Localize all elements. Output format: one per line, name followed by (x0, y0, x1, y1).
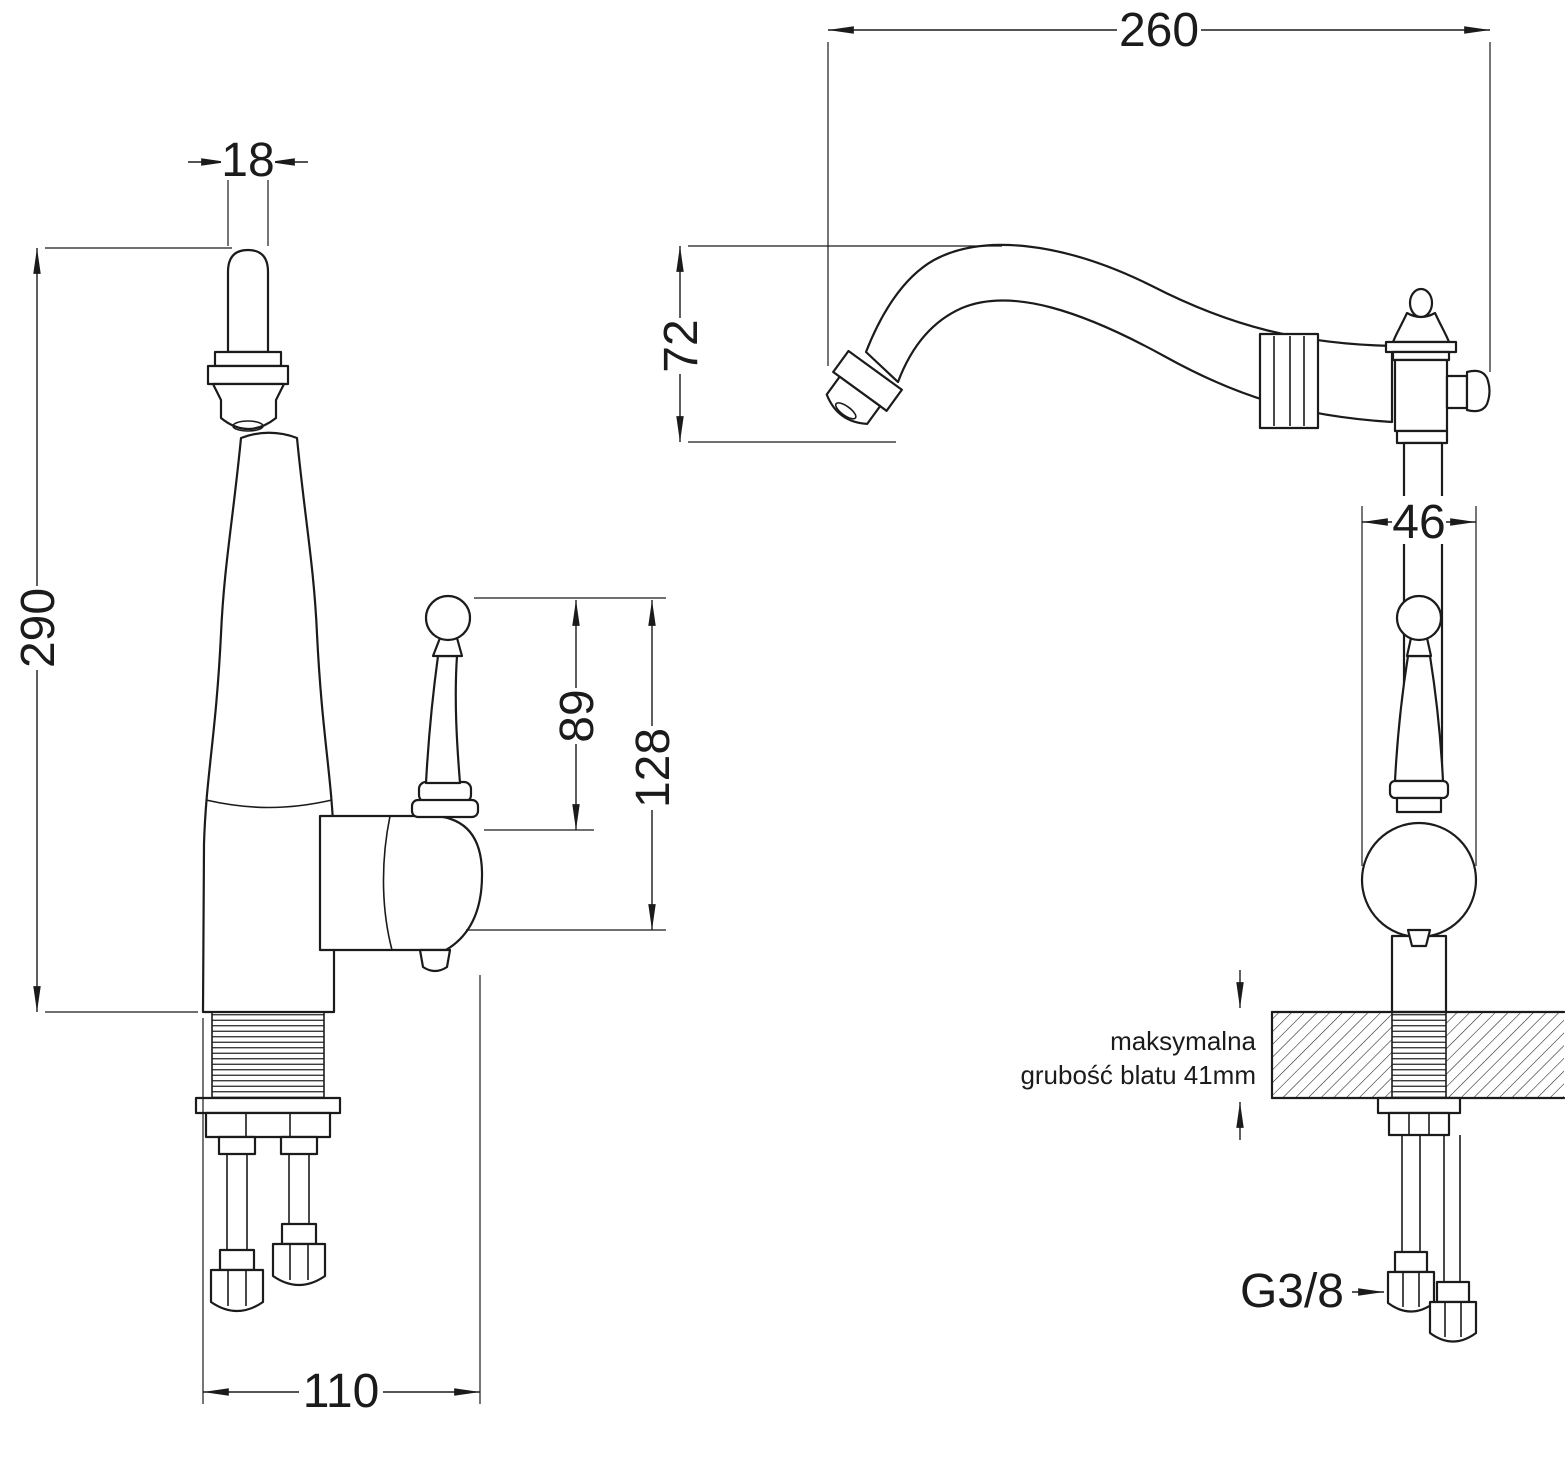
dim-128-label: 128 (627, 728, 680, 808)
mounting-hardware (194, 1012, 342, 1156)
dim-128: 128 (466, 600, 680, 931)
dim-290-label: 290 (12, 588, 65, 668)
mounting-nut (204, 1111, 332, 1139)
dim-290: 290 (12, 247, 232, 1013)
dim-89: 89 (474, 597, 666, 831)
body-sphere (1360, 821, 1478, 939)
finial (1384, 287, 1458, 362)
pivot-collar (1388, 779, 1450, 800)
body-head (1393, 358, 1449, 433)
dim-260: 260 (827, 4, 1491, 372)
dim-46-label: 46 (1392, 496, 1445, 549)
dim-72-label: 72 (655, 319, 708, 372)
dim-110: 110 (202, 975, 481, 1418)
dim-46: 46 (1361, 496, 1477, 866)
front-view (825, 243, 1565, 1343)
dim-260-label: 260 (1119, 4, 1199, 57)
spout-aerator (825, 349, 903, 426)
washer (1376, 1096, 1462, 1115)
supply-hoses (209, 1154, 327, 1313)
side-view (194, 248, 484, 1313)
spout-outlet (206, 248, 290, 432)
countertop-hatch-left (1273, 1013, 1392, 1097)
supply-hoses (1386, 1135, 1478, 1343)
pivot-collar-lower (1395, 796, 1443, 814)
hose-nut (1428, 1300, 1478, 1343)
housing-seam (382, 815, 393, 951)
countertop-hatch-right (1446, 1013, 1564, 1097)
dim-18: 18 (188, 134, 308, 246)
dim-89-label: 89 (551, 689, 604, 742)
base-cylinder (1390, 934, 1448, 1014)
threaded-shank (1392, 1012, 1446, 1098)
sphere-nub (1406, 928, 1432, 948)
dim-72: 72 (655, 245, 1002, 443)
handle-ball (424, 594, 472, 642)
handle (410, 594, 480, 819)
side-knob (1445, 369, 1491, 413)
neck-ring (1395, 429, 1449, 445)
mounting-nut (1387, 1111, 1451, 1137)
faucet-body (201, 431, 336, 1014)
housing-nub (418, 948, 452, 973)
countertop-thickness-callout: maksymalna grubość blatu 41mm (1020, 970, 1257, 1140)
countertop-note-line2: grubość blatu 41mm (1020, 1060, 1256, 1090)
spout-ring (1258, 332, 1320, 430)
hose-nut (271, 1242, 327, 1287)
front-handle (1393, 594, 1445, 783)
handle-housing (318, 814, 484, 952)
body-seam (205, 799, 333, 809)
hose-nut (1386, 1270, 1436, 1313)
thread-label: G3/8 (1240, 1265, 1344, 1318)
mounting-hardware (1376, 1096, 1462, 1137)
hose-nut (209, 1268, 265, 1313)
washer (194, 1096, 342, 1115)
thread-callout: G3/8 (1240, 1265, 1384, 1318)
aerator-face (232, 420, 264, 432)
threaded-shank (212, 1012, 324, 1098)
dim-110-label: 110 (303, 1365, 380, 1418)
countertop-note-line1: maksymalna (1110, 1026, 1256, 1056)
dim-18-label: 18 (221, 134, 274, 187)
handle-ball (1395, 594, 1443, 642)
countertop (1270, 1010, 1565, 1100)
